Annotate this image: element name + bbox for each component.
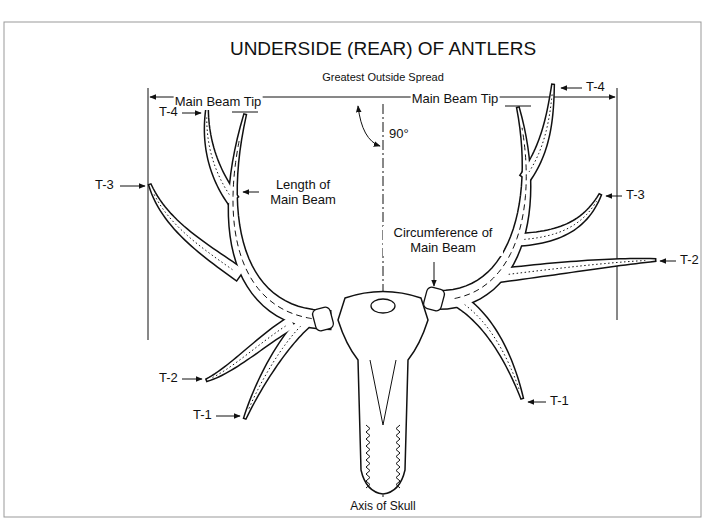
teeth <box>366 425 400 488</box>
antler-outline <box>229 115 330 329</box>
frame <box>4 22 701 517</box>
dimension-label: Greatest Outside Spread <box>321 71 445 84</box>
tine-length-line <box>207 117 230 194</box>
nasal-line <box>370 360 396 425</box>
tine-label: T-1 <box>549 394 570 409</box>
tooth <box>366 432 370 439</box>
leader-line <box>243 192 259 193</box>
tooth <box>366 481 370 488</box>
tine-label: T-2 <box>679 253 700 268</box>
skull-opening <box>371 299 395 313</box>
tooth <box>366 474 370 481</box>
tine-label: T-3 <box>625 188 646 203</box>
beam-length-line <box>233 139 312 318</box>
leader-line <box>606 196 622 197</box>
part-label: Length of Main Beam <box>262 178 344 208</box>
tooth <box>366 425 370 432</box>
tine-label: T-2 <box>158 371 179 386</box>
tooth <box>396 432 400 439</box>
tooth <box>396 439 400 446</box>
tine-length-line <box>154 193 233 269</box>
part-label: Main Beam Tip <box>411 92 500 107</box>
antler-fill <box>205 110 237 203</box>
tine-length-line <box>509 260 646 274</box>
leader-line <box>660 261 676 262</box>
antler-fill <box>455 295 523 398</box>
title: UNDERSIDE (REAR) OF ANTLERS <box>229 38 537 60</box>
tooth <box>396 467 400 474</box>
tine-length-line <box>248 326 300 410</box>
antler-fill <box>494 259 655 282</box>
part-label: Main Beam Tip <box>174 95 263 110</box>
tooth <box>396 425 400 432</box>
tooth <box>366 453 370 460</box>
tip-mark <box>505 106 531 107</box>
angle-label: 90° <box>388 127 410 142</box>
leaders <box>120 88 676 416</box>
antler-fill <box>515 195 601 246</box>
part-label: Circumference of Main Beam <box>383 226 503 256</box>
antler-outline <box>494 259 655 282</box>
tooth <box>366 467 370 474</box>
tine-label: T-4 <box>585 80 606 95</box>
tooth <box>366 460 370 467</box>
leader-line <box>434 262 435 286</box>
tooth <box>396 481 400 488</box>
tooth <box>396 453 400 460</box>
leader-line <box>182 113 201 114</box>
tooth <box>366 446 370 453</box>
tooth <box>396 474 400 481</box>
tine-label: T-3 <box>94 178 115 193</box>
antler-fill <box>207 317 295 380</box>
leader-line <box>528 402 546 403</box>
tine-length-line <box>529 92 552 172</box>
tooth <box>366 439 370 446</box>
tooth <box>396 446 400 453</box>
tooth <box>396 460 400 467</box>
spread-limit <box>617 88 618 320</box>
antler-fill <box>229 115 330 329</box>
right-angle-arc <box>358 106 380 146</box>
tine-length-line <box>465 305 520 390</box>
leader-line <box>561 88 582 89</box>
leader-line <box>120 186 145 187</box>
tine-length-line <box>212 326 285 378</box>
tip-mark <box>232 112 258 113</box>
skull-outline <box>338 292 428 495</box>
tine-length-line <box>524 201 596 239</box>
burr <box>422 286 445 312</box>
axis-label: Axis of Skull <box>349 500 416 514</box>
leader-line <box>182 379 202 380</box>
beam-length-line <box>455 128 527 299</box>
burr <box>311 306 334 332</box>
leader-line <box>216 416 240 417</box>
tine-label: T-4 <box>158 105 179 120</box>
antler-outline <box>455 295 523 398</box>
spread-limit <box>148 88 149 340</box>
tine-label: T-1 <box>192 408 213 423</box>
skull <box>338 292 428 495</box>
